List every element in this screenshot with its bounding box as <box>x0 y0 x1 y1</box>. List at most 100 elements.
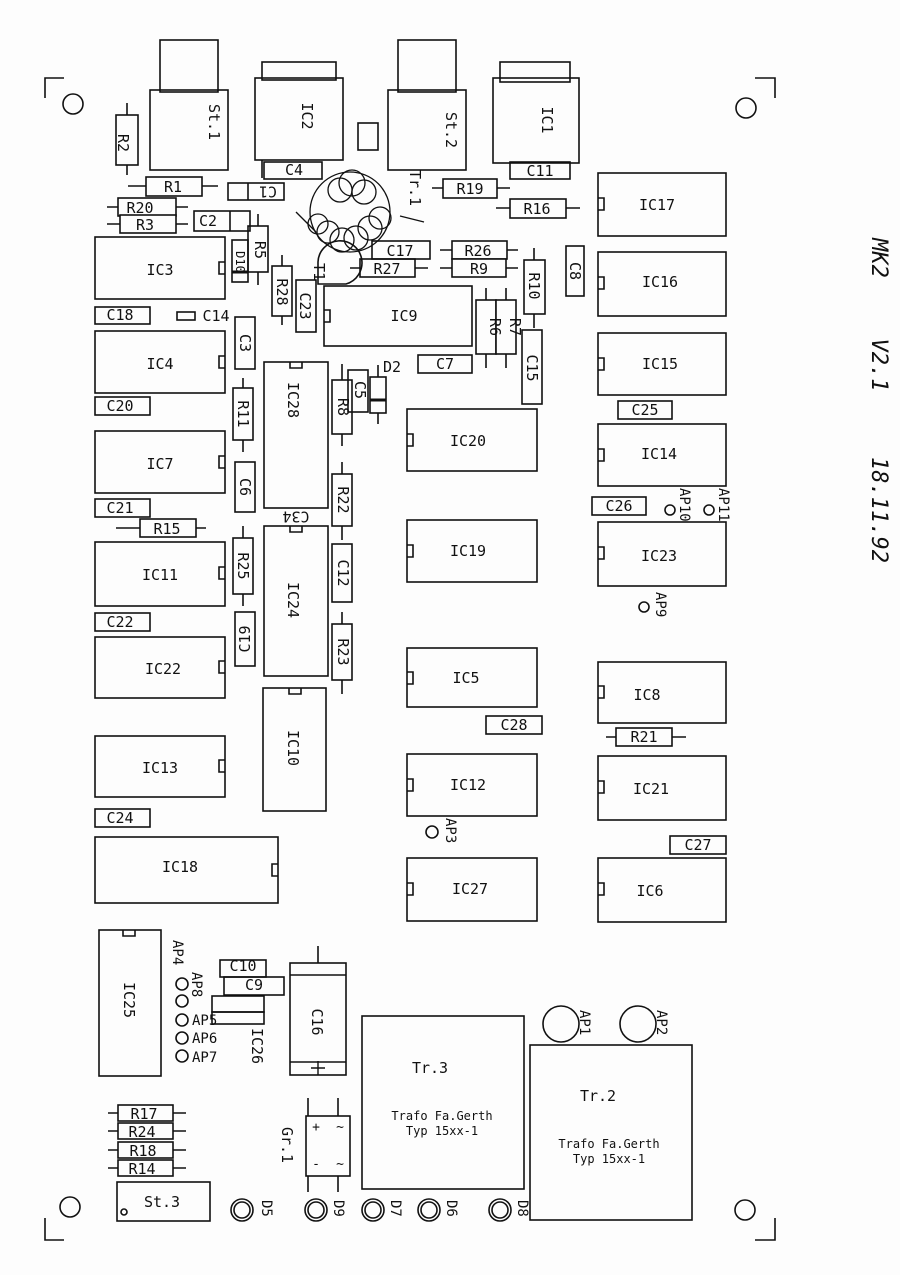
label-c19: C19 <box>236 625 254 652</box>
label-ic16: IC16 <box>642 273 678 291</box>
label-c12: C12 <box>334 559 352 586</box>
label-r14: R14 <box>128 1160 155 1178</box>
resistor-r1 <box>128 176 218 197</box>
resistor-r16 <box>496 198 580 219</box>
label-c22: C22 <box>106 613 133 631</box>
label-ap3: AP3 <box>442 818 458 843</box>
label-ic24: IC24 <box>284 582 302 618</box>
label-ap1: AP1 <box>576 1010 592 1035</box>
label-c1: C1 <box>259 183 277 201</box>
label-c8: C8 <box>566 262 584 280</box>
label-r16: R16 <box>523 200 550 218</box>
capacitor-c5 <box>347 369 369 413</box>
ic7 <box>94 430 226 494</box>
ic23 <box>597 521 727 587</box>
resistor-r10 <box>523 248 546 328</box>
label-ic11: IC11 <box>142 566 178 584</box>
resistor-r9 <box>440 258 518 278</box>
resistor-r14 <box>108 1159 186 1177</box>
label-r6: R6 <box>486 318 504 336</box>
label-t1: T1 <box>310 263 328 281</box>
capacitor-c21 <box>94 498 151 518</box>
label-c7: C7 <box>436 355 454 373</box>
ic17 <box>597 172 727 237</box>
capacitor-c1 <box>227 182 285 201</box>
test-point-ap7 <box>175 1049 189 1063</box>
resistor-r7 <box>495 288 517 368</box>
resistor-r25 <box>232 526 254 606</box>
label-gr1: Gr.1 <box>278 1127 296 1163</box>
connector-st2 <box>387 39 467 171</box>
label-r27: R27 <box>373 260 400 278</box>
label-c20: C20 <box>106 397 133 415</box>
label-ap2: AP2 <box>653 1010 669 1035</box>
ic24 <box>263 525 329 677</box>
label-ic18: IC18 <box>162 858 198 876</box>
label-ic26: IC26 <box>248 1028 266 1064</box>
test-point-ap2 <box>619 1005 657 1043</box>
label-ap6: AP6 <box>192 1031 217 1047</box>
capacitor-c4 <box>263 161 323 180</box>
capacitor-c19 <box>234 611 256 667</box>
label-r15: R15 <box>153 520 180 538</box>
capacitor-c8 <box>565 245 585 297</box>
label-r10: R10 <box>525 272 543 299</box>
resistor-r20 <box>107 197 188 217</box>
label-ap10: AP10 <box>676 488 692 522</box>
label-c25: C25 <box>631 401 658 419</box>
label-ic14: IC14 <box>641 445 677 463</box>
transistor-t1 <box>317 240 363 285</box>
label-r19: R19 <box>456 180 483 198</box>
label-r1: R1 <box>164 178 182 196</box>
label-r26: R26 <box>464 242 491 260</box>
mounting-hole <box>735 97 757 119</box>
test-point-ap11 <box>703 504 715 516</box>
ic27 <box>406 857 538 922</box>
label-c4: C4 <box>285 161 303 179</box>
label-r18: R18 <box>129 1142 156 1160</box>
label-ic13: IC13 <box>142 759 178 777</box>
capacitor-c15 <box>521 329 543 405</box>
capacitor-c-top <box>357 122 379 151</box>
label-r8: R8 <box>334 398 352 416</box>
led-d6 <box>417 1198 441 1222</box>
ic11 <box>94 541 226 607</box>
handwritten-date: 18.11.92 <box>866 457 891 563</box>
label-ic3: IC3 <box>146 261 173 279</box>
label-ic6: IC6 <box>636 882 663 900</box>
label-ic12: IC12 <box>450 776 486 794</box>
ic18 <box>94 836 279 904</box>
label-ap9: AP9 <box>652 592 668 617</box>
resistor-r28 <box>271 255 293 325</box>
label-c17: C17 <box>386 242 413 260</box>
capacitor-c28 <box>485 715 543 735</box>
board-outline <box>44 77 776 1241</box>
label-c24: C24 <box>106 809 133 827</box>
resistor-r15 <box>116 518 206 538</box>
transformer-tr3 <box>361 1015 525 1190</box>
mounting-hole <box>734 1199 756 1221</box>
label-d10: D10 <box>233 251 247 273</box>
resistor-r17 <box>108 1104 186 1122</box>
label-c2: C2 <box>199 212 217 230</box>
rectifier-plus: + <box>312 1120 320 1135</box>
mounting-hole <box>62 93 84 115</box>
label-r24: R24 <box>128 1123 155 1141</box>
ic20 <box>406 408 538 472</box>
resistor-r22 <box>331 462 353 540</box>
resistor-r18 <box>108 1141 186 1159</box>
label-c18: C18 <box>106 306 133 324</box>
ic19 <box>406 519 538 583</box>
label-ic17: IC17 <box>639 196 675 214</box>
capacitor-c12 <box>331 543 353 603</box>
label-ic23: IC23 <box>641 547 677 565</box>
label-ic15: IC15 <box>642 355 678 373</box>
label-c21: C21 <box>106 499 133 517</box>
label-ic20: IC20 <box>450 432 486 450</box>
label-ap8: AP8 <box>188 972 204 997</box>
resistor-r24 <box>108 1122 186 1140</box>
ic16 <box>597 251 727 317</box>
toroid-tr1 <box>295 169 425 253</box>
ic3 <box>94 236 226 300</box>
